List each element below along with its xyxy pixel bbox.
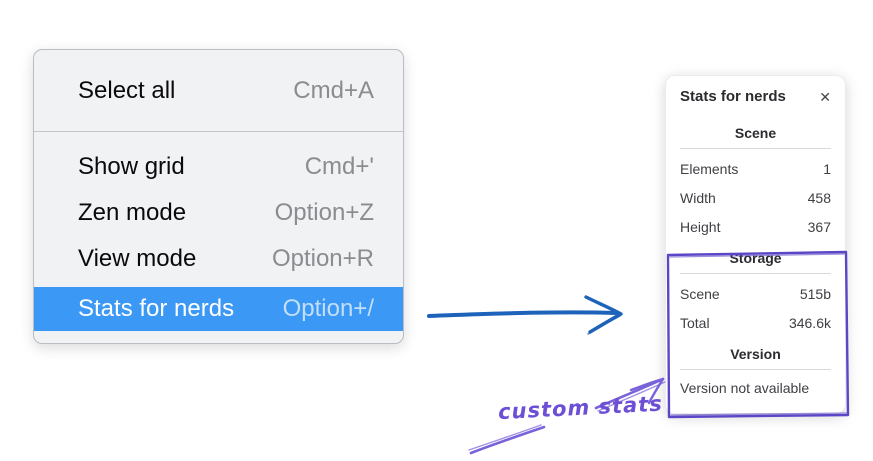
menu-item-label: Stats for nerds — [78, 295, 235, 322]
stats-panel-header: Stats for nerds ✕ — [680, 88, 831, 105]
menu-item-view-mode[interactable]: View mode Option+R — [34, 236, 403, 282]
stat-label: Width — [680, 190, 716, 206]
stats-section-storage: Storage Scene 515b Total 346.6k — [680, 250, 831, 332]
stat-row-elements: Elements 1 — [680, 161, 831, 178]
stat-label: Height — [680, 219, 721, 235]
section-divider — [680, 369, 831, 370]
close-icon[interactable]: ✕ — [819, 88, 831, 105]
stat-label: Total — [680, 315, 710, 331]
stat-value: 458 — [807, 190, 831, 206]
menu-item-zen-mode[interactable]: Zen mode Option+Z — [34, 190, 403, 236]
menu-item-label: Select all — [78, 76, 176, 104]
menu-item-shortcut: Option+Z — [274, 199, 374, 226]
menu-divider — [34, 131, 403, 132]
menu-item-shortcut: Cmd+' — [304, 153, 374, 180]
stat-value: 1 — [823, 161, 831, 177]
menu-item-stats-for-nerds[interactable]: Stats for nerds Option+/ — [34, 287, 403, 331]
stats-section-version: Version Version not available — [680, 346, 831, 397]
blue-arrow — [427, 295, 623, 335]
stat-value: 515b — [799, 286, 831, 302]
menu-item-label: Zen mode — [78, 199, 187, 226]
stat-row-height: Height 367 — [680, 219, 831, 236]
stat-row-width: Width 458 — [680, 190, 831, 207]
stat-label: Elements — [680, 161, 739, 177]
menu-item-shortcut: Option+/ — [282, 295, 374, 322]
stat-row-total-storage: Total 346.6k — [680, 315, 831, 332]
stat-value: 367 — [807, 219, 831, 235]
section-divider — [680, 273, 831, 274]
menu-item-show-grid[interactable]: Show grid Cmd+' — [34, 144, 403, 190]
section-heading: Scene — [734, 125, 777, 141]
stat-label: Scene — [680, 286, 720, 302]
stats-panel: Stats for nerds ✕ Scene Elements 1 Width… — [665, 75, 846, 414]
section-heading: Version — [730, 346, 781, 362]
menu-item-select-all[interactable]: Select all Cmd+A — [34, 50, 403, 131]
menu-item-shortcut: Cmd+A — [293, 76, 374, 104]
stats-section-scene: Scene Elements 1 Width 458 Height 367 — [680, 125, 831, 236]
menu-item-label: View mode — [78, 245, 197, 272]
stat-value: 346.6k — [788, 315, 831, 331]
menu-group: Show grid Cmd+' Zen mode Option+Z View m… — [34, 132, 403, 331]
annotation-custom-stats: custom stats — [497, 391, 664, 425]
stat-row-scene-storage: Scene 515b — [680, 286, 831, 303]
section-divider — [680, 148, 831, 149]
menu-item-label: Show grid — [78, 153, 185, 180]
stats-panel-title: Stats for nerds — [680, 88, 786, 105]
menu-item-shortcut: Option+R — [271, 245, 374, 272]
section-heading: Storage — [729, 250, 782, 266]
canvas-context-menu: Select all Cmd+A Show grid Cmd+' Zen mod… — [33, 49, 404, 344]
version-note: Version not available — [680, 380, 810, 396]
